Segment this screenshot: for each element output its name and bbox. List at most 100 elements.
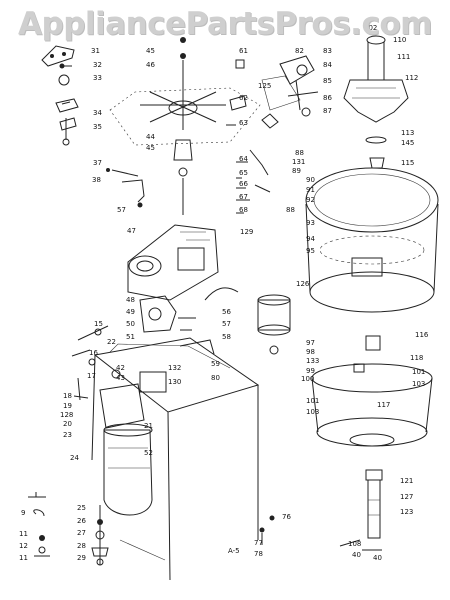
part-number-label: 18 (63, 392, 72, 400)
part-number-label: 44 (146, 133, 155, 141)
part-number-label: 101 (306, 397, 319, 405)
part-number-label: 21 (144, 422, 153, 430)
part-number-label: 24 (70, 454, 79, 462)
agitator-112 (343, 35, 409, 169)
part-number-label: 57 (222, 320, 231, 328)
bolts-76-78 (259, 515, 275, 545)
gearcase-47 (127, 224, 239, 301)
part-number-label: 62 (239, 94, 248, 102)
part-number-label: 100 (301, 375, 314, 383)
part-number-label: 85 (323, 77, 332, 85)
part-number-label: 99 (306, 367, 315, 375)
part-number-label: 86 (323, 94, 332, 102)
part-number-label: 43 (116, 374, 125, 382)
part-number-label: 78 (254, 550, 263, 558)
tub-ring (305, 167, 439, 313)
part-number-label: 15 (94, 320, 103, 328)
part-number-label: 125 (258, 82, 271, 90)
part-number-label: 50 (126, 320, 135, 328)
part-number-label: 108 (348, 540, 361, 548)
part-number-label: 46 (146, 61, 155, 69)
part-number-label: 51 (126, 333, 135, 341)
part-number-label: 118 (410, 354, 423, 362)
part-number-label: 93 (306, 219, 315, 227)
part-number-label: 117 (377, 401, 390, 409)
parts-48-51 (139, 295, 196, 333)
parts-61-68 (226, 59, 279, 214)
part-number-label: 37 (93, 159, 102, 167)
part-number-label: 88 (295, 149, 304, 157)
part-number-label: 9 (21, 509, 25, 517)
part-number-label: 128 (60, 411, 73, 419)
motor-56 (257, 294, 291, 355)
part-number-label: 48 (126, 296, 135, 304)
part-number-label: 11 (19, 530, 28, 538)
part-number-label: 145 (401, 139, 414, 147)
part-number-label: 113 (401, 129, 414, 137)
spider-assembly (109, 37, 261, 215)
part-number-label: 84 (323, 61, 332, 69)
part-number-label: 92 (306, 196, 315, 204)
part-number-label: 126 (296, 280, 310, 288)
part-number-label: 90 (306, 176, 315, 184)
part-number-label: 12 (19, 542, 28, 550)
knob-33 (58, 74, 70, 86)
part-number-label: 87 (323, 107, 332, 115)
part-number-label: 19 (63, 402, 72, 410)
part-number-label: 123 (400, 508, 413, 516)
part-number-label: 29 (77, 554, 86, 562)
bracket-34 (55, 98, 79, 113)
part-number-label: 52 (144, 449, 153, 457)
part-number-label: 32 (93, 61, 102, 69)
part-number-label: 34 (93, 109, 102, 117)
part-number-label: 127 (400, 493, 413, 501)
part-number-label: 97 (306, 339, 315, 347)
part-number-label: 88 (286, 206, 295, 214)
bracket-31 (41, 45, 75, 67)
part-number-label: 33 (93, 74, 102, 82)
part-number-label: 101 (412, 368, 425, 376)
part-number-label: 95 (306, 247, 315, 255)
part-number-label: 22 (107, 338, 116, 346)
part-number-label: 111 (397, 53, 410, 61)
part-number-label: 63 (239, 119, 248, 127)
cabinet-frame (91, 337, 260, 581)
part-number-label: 94 (306, 235, 315, 243)
linkage-15-24 (71, 325, 145, 429)
part-number-label: 89 (292, 167, 301, 175)
part-number-label: 26 (77, 517, 86, 525)
part-number-label: 16 (89, 349, 98, 357)
part-number-label: 56 (222, 308, 231, 316)
part-number-label: 112 (405, 74, 418, 82)
part-number-labels: 1021101111121131451153132333435454644453… (19, 24, 429, 562)
part-number-label: 38 (92, 176, 101, 184)
part-number-label: 11 (19, 554, 28, 562)
part-number-label: 129 (240, 228, 253, 236)
shaft-121-123 (339, 469, 383, 551)
part-number-label: 130 (168, 378, 181, 386)
part-number-label: 42 (116, 364, 125, 372)
part-number-label: 121 (400, 477, 413, 485)
part-number-label: 103 (306, 408, 319, 416)
part-number-label: 45 (146, 47, 155, 55)
part-number-label: 116 (415, 331, 429, 339)
part-number-label: 103 (412, 380, 425, 388)
screw-32 (59, 63, 72, 69)
part-number-label: 83 (323, 47, 332, 55)
part-number-label: 47 (127, 227, 136, 235)
part-number-label: 64 (239, 155, 248, 163)
part-number-label: 80 (211, 374, 220, 382)
part-number-label: 45 (146, 144, 155, 152)
part-number-label: 132 (168, 364, 181, 372)
part-number-label: 67 (239, 193, 248, 201)
part-number-label: 66 (239, 180, 248, 188)
part-number-label: 31 (91, 47, 100, 55)
part-number-label: 98 (306, 348, 315, 356)
part-number-label: 102 (364, 24, 377, 32)
diagram-code: A-5 (228, 547, 240, 555)
part-number-label: 57 (117, 206, 126, 214)
part-number-label: 76 (282, 513, 291, 521)
part-number-label: 65 (239, 169, 248, 177)
part-number-label: 20 (63, 420, 72, 428)
